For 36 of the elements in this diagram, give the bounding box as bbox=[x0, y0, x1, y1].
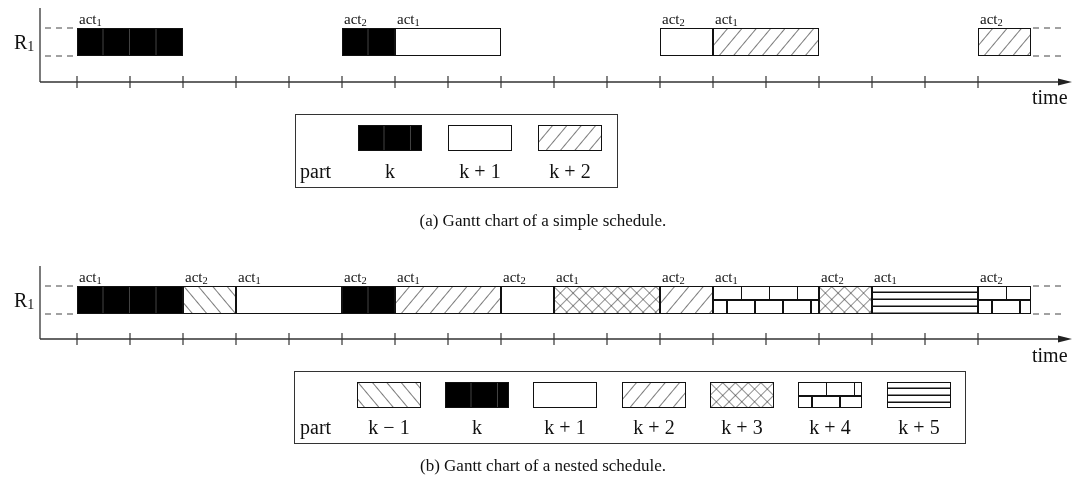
activity-label: act$_{1}$ bbox=[874, 269, 897, 285]
legend-label: k + 3 bbox=[720, 417, 764, 437]
figure-caption: (b) Gantt chart of a nested schedule. bbox=[420, 456, 666, 476]
axis-label: time bbox=[1032, 87, 1068, 107]
legend-label: k − 1 bbox=[367, 417, 411, 437]
figure-caption: (a) Gantt chart of a simple schedule. bbox=[419, 211, 667, 231]
activity-label: act$_{2}$ bbox=[662, 269, 685, 285]
resource-label: R$_{1}$ bbox=[14, 290, 35, 310]
legend-title: part bbox=[300, 417, 332, 437]
activity-label: act$_{2}$ bbox=[821, 269, 844, 285]
legend-title: part bbox=[300, 161, 332, 181]
activity-label: act$_{1}$ bbox=[397, 269, 420, 285]
activity-label: act$_{2}$ bbox=[503, 269, 526, 285]
resource-label: R$_{1}$ bbox=[14, 32, 35, 52]
legend-label: k + 2 bbox=[632, 417, 676, 437]
activity-label: act$_{1}$ bbox=[556, 269, 579, 285]
axis-label: time bbox=[1032, 345, 1068, 365]
legend-label: k bbox=[471, 417, 483, 437]
legend-label: k + 1 bbox=[458, 161, 502, 181]
legend-label: k + 4 bbox=[808, 417, 852, 437]
activity-label: act$_{1}$ bbox=[397, 11, 420, 27]
legend-label: k bbox=[384, 161, 396, 181]
activity-label: act$_{1}$ bbox=[715, 11, 738, 27]
activity-label: act$_{1}$ bbox=[79, 269, 102, 285]
activity-label: act$_{2}$ bbox=[344, 269, 367, 285]
legend-label: k + 2 bbox=[548, 161, 592, 181]
legend-label: k + 5 bbox=[897, 417, 941, 437]
activity-label: act$_{1}$ bbox=[238, 269, 261, 285]
activity-label: act$_{1}$ bbox=[715, 269, 738, 285]
activity-label: act$_{2}$ bbox=[185, 269, 208, 285]
activity-label: act$_{2}$ bbox=[980, 269, 1003, 285]
activity-label: act$_{1}$ bbox=[79, 11, 102, 27]
legend-label: k + 1 bbox=[543, 417, 587, 437]
activity-label: act$_{2}$ bbox=[344, 11, 367, 27]
activity-label: act$_{2}$ bbox=[662, 11, 685, 27]
activity-label: act$_{2}$ bbox=[980, 11, 1003, 27]
